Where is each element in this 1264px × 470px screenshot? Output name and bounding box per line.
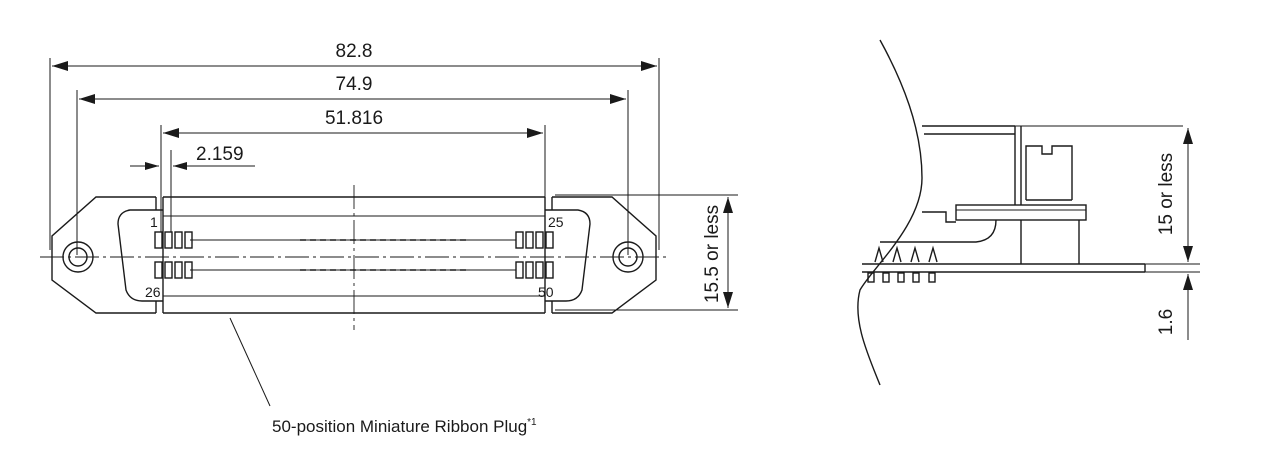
- plug-callout: 50-position Miniature Ribbon Plug*1: [229, 317, 537, 436]
- dimension-board-thickness: 1.6: [1156, 245, 1193, 340]
- pin-label-25: 25: [548, 214, 564, 230]
- connector-housing: [880, 125, 1183, 264]
- contact: [535, 261, 544, 279]
- contact-row-top: [154, 231, 554, 249]
- dimension-label-height: 15.5 or less: [702, 205, 723, 303]
- plug-callout-label: 50-position Miniature Ribbon Plug*1: [272, 417, 537, 436]
- tail: [882, 272, 890, 283]
- tail: [912, 272, 920, 283]
- contact: [525, 261, 534, 279]
- center-lines: [40, 185, 670, 330]
- footnote-marker: *1: [527, 417, 537, 428]
- contact: [174, 261, 183, 279]
- dimension-connector-height: 15 or less: [1156, 128, 1193, 262]
- pcb-board: [862, 263, 1146, 273]
- right-mounting-hole: [612, 241, 644, 273]
- contact: [154, 231, 163, 249]
- contact: [535, 231, 544, 249]
- contact-tails: [867, 245, 938, 283]
- contact: [515, 231, 524, 249]
- break-line: [857, 39, 923, 386]
- contact: [154, 261, 163, 279]
- pin-label-1: 1: [150, 214, 158, 230]
- dimension-label-board-thickness: 1.6: [1156, 309, 1177, 335]
- dimension-label-hole-pitch: 74.9: [336, 74, 373, 95]
- left-mounting-flange: [51, 196, 157, 314]
- contact: [184, 231, 193, 249]
- tail: [897, 272, 905, 283]
- contact: [184, 261, 193, 279]
- dimension-contact-span: 51.816: [163, 108, 543, 138]
- contact: [164, 231, 173, 249]
- extension-lines: [49, 58, 738, 311]
- right-mounting-flange: [551, 196, 657, 314]
- dimension-hole-pitch: 74.9: [79, 74, 626, 104]
- dimension-label-connector-height: 15 or less: [1156, 153, 1177, 235]
- contact-row-bottom: [154, 261, 554, 279]
- plug-body: [117, 196, 591, 314]
- side-view: 15 or less 1.6: [857, 39, 1200, 386]
- tail: [928, 272, 936, 283]
- mounting-plate: [955, 204, 1087, 221]
- pin-label-50: 50: [538, 284, 554, 300]
- contact: [515, 261, 524, 279]
- front-view: 82.8 74.9 51.816 2.159: [40, 41, 738, 436]
- tail: [867, 272, 875, 283]
- contact: [164, 261, 173, 279]
- dimension-overall-width: 82.8: [52, 41, 657, 71]
- dimension-contact-pitch: 2.159: [130, 144, 255, 170]
- contact: [545, 231, 554, 249]
- left-mounting-hole: [62, 241, 94, 273]
- contact: [525, 231, 534, 249]
- dimension-label-contact-pitch: 2.159: [196, 144, 244, 165]
- contact: [545, 261, 554, 279]
- dimension-height: 15.5 or less: [702, 197, 733, 308]
- left-mounting-hole-inner: [68, 247, 88, 267]
- dimension-label-overall-width: 82.8: [336, 41, 373, 62]
- contact: [174, 231, 183, 249]
- right-mounting-hole-inner: [618, 247, 638, 267]
- dimension-label-contact-span: 51.816: [325, 108, 383, 129]
- pin-label-26: 26: [145, 284, 161, 300]
